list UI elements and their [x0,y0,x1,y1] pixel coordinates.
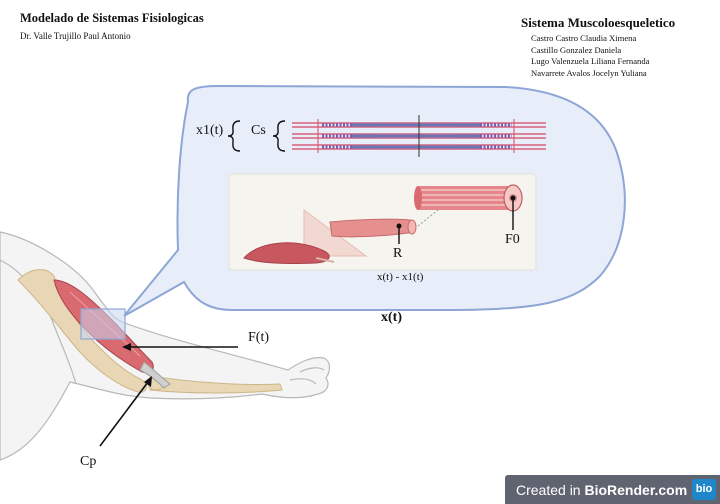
team-member: Castillo Gonzalez Daniela [531,44,622,55]
badge-prefix: Created in [516,482,585,498]
zoom-connector [417,209,439,227]
fascicle-illustration [329,218,417,238]
ft-arrowhead [122,343,131,351]
biorender-badge[interactable]: Created in BioRender.com bio [505,475,720,504]
team-member: Lugo Valenzuela Liliana Fernanda [531,56,650,67]
r-pointer-dot [396,223,402,229]
difference-label: x(t) - x1(t) [377,271,424,283]
team-members: Castro Castro Claudia Ximena Castillo Go… [531,33,649,79]
page-title: Modelado de Sistemas Fisiologicas [20,11,204,25]
muscle-fiber-bundle [414,184,523,212]
x1-label: x1(t) [196,123,224,138]
brace-cs [272,120,286,152]
cp-arrow [99,381,149,447]
brace-x1 [227,120,241,152]
cp-label: Cp [80,454,97,469]
ft-label: F(t) [248,330,269,345]
system-title: Sistema Muscoloesqueletico [521,15,676,30]
biorender-logo-icon: bio [692,479,716,500]
r-label: R [393,246,403,261]
badge-brand: BioRender.com [584,482,688,498]
f0-label: F0 [505,232,520,247]
tendon [139,361,171,389]
zoom-region [80,308,126,340]
team-member: Castro Castro Claudia Ximena [531,33,637,43]
author-name: Dr. Valle Trujillo Paul Antonio [20,31,131,41]
badge-text: Created in BioRender.com [516,482,687,498]
cp-arrowhead [144,376,152,387]
cs-label: Cs [251,123,266,138]
xt-label: x(t) [381,310,402,325]
team-member: Navarrete Avalos Jocelyn Yuliana [531,67,647,78]
f0-pointer-dot [510,195,516,201]
sarcomere-illustration [292,115,546,157]
